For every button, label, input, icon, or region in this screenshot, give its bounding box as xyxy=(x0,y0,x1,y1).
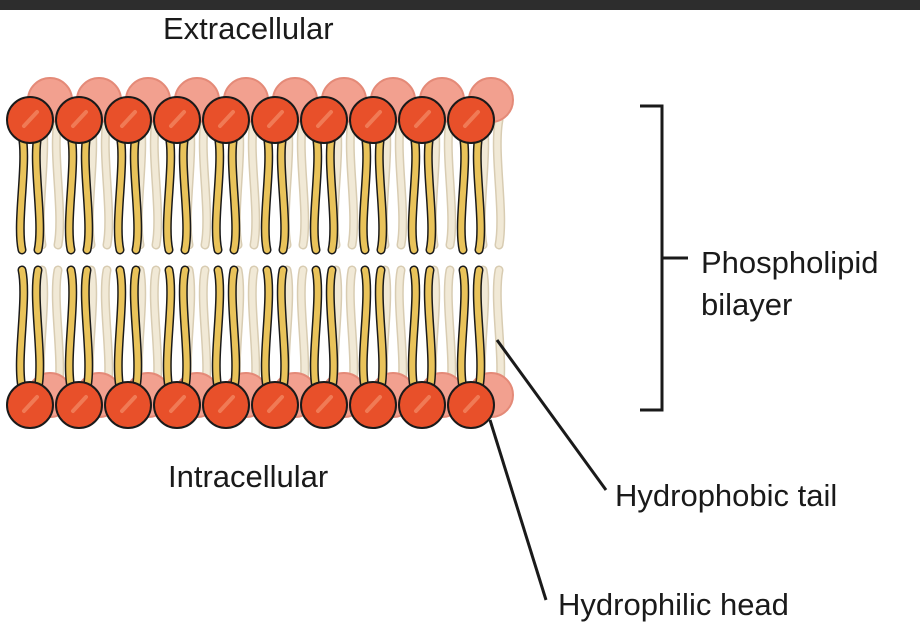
hydrophobic-tail xyxy=(180,267,190,391)
head-highlight xyxy=(316,395,333,413)
hydrophobic-tail xyxy=(229,267,239,391)
head-highlight xyxy=(169,110,186,128)
head-highlight xyxy=(169,395,186,413)
hydrophobic-tail xyxy=(33,132,43,253)
hydrophobic-tail xyxy=(311,132,321,253)
hydrophobic-tail xyxy=(82,132,92,253)
hydrophobic-tail xyxy=(213,267,223,391)
hydrophobic-tail xyxy=(131,267,141,391)
head-highlight xyxy=(316,110,333,128)
phospholipid-bilayer-label-line1: Phospholipid xyxy=(701,245,879,280)
tail-pointer-line xyxy=(495,339,608,491)
hydrophobic-tail xyxy=(409,132,419,253)
intracellular-label: Intracellular xyxy=(168,459,329,494)
head-highlight xyxy=(463,395,480,413)
hydrophilic-head-label: Hydrophilic head xyxy=(558,587,789,622)
hydrophobic-tail xyxy=(278,132,288,253)
hydrophobic-tail xyxy=(17,267,27,391)
hydrophobic-tail xyxy=(102,117,112,248)
head-highlight xyxy=(22,395,39,413)
hydrophobic-tail xyxy=(425,267,435,391)
hydrophobic-tail xyxy=(229,132,239,253)
hydrophobic-tail xyxy=(409,267,419,391)
head-highlight xyxy=(71,110,88,128)
head-highlight xyxy=(267,395,284,413)
head-highlight xyxy=(365,110,382,128)
head-highlight xyxy=(365,395,382,413)
hydrophobic-tail xyxy=(262,132,272,253)
hydrophobic-tail xyxy=(474,132,484,253)
head-highlight xyxy=(414,395,431,413)
hydrophobic-tail xyxy=(458,132,468,253)
head-highlight xyxy=(120,110,137,128)
hydrophobic-tail xyxy=(458,267,468,391)
head-highlight xyxy=(120,395,137,413)
head-pointer-line xyxy=(488,419,548,601)
hydrophobic-tail xyxy=(360,267,370,391)
hydrophobic-tail xyxy=(33,267,43,391)
hydrophobic-tail xyxy=(425,132,435,253)
phospholipid-bilayer-label-line2: bilayer xyxy=(701,287,793,322)
hydrophobic-tail xyxy=(66,267,76,391)
hydrophobic-tail xyxy=(213,132,223,253)
hydrophobic-tail xyxy=(376,267,386,391)
hydrophobic-tail xyxy=(17,132,27,253)
hydrophobic-tail xyxy=(53,117,63,248)
hydrophobic-tail xyxy=(327,267,337,391)
hydrophobic-tail xyxy=(164,267,174,391)
extracellular-label: Extracellular xyxy=(163,11,334,46)
hydrophobic-tail xyxy=(131,132,141,253)
hydrophobic-tail xyxy=(396,117,406,248)
hydrophobic-tail xyxy=(474,267,484,391)
hydrophobic-tail xyxy=(278,267,288,391)
bilayer-bracket xyxy=(640,104,688,412)
hydrophobic-tail xyxy=(347,117,357,248)
head-highlight xyxy=(463,110,480,128)
hydrophobic-tail xyxy=(262,267,272,391)
head-highlight xyxy=(71,395,88,413)
head-highlight xyxy=(218,395,235,413)
hydrophobic-tail xyxy=(327,132,337,253)
hydrophobic-tail xyxy=(311,267,321,391)
hydrophobic-tail xyxy=(164,132,174,253)
hydrophobic-tail xyxy=(115,267,125,391)
hydrophobic-tail xyxy=(249,117,259,248)
hydrophobic-tail xyxy=(494,117,504,248)
head-highlight xyxy=(218,110,235,128)
hydrophobic-tail xyxy=(376,132,386,253)
hydrophobic-tail xyxy=(445,117,455,248)
hydrophobic-tail xyxy=(200,117,210,248)
hydrophobic-tail xyxy=(151,117,161,248)
window-top-border xyxy=(0,0,920,10)
hydrophobic-tail-label: Hydrophobic tail xyxy=(615,478,838,513)
front-row-phospholipids xyxy=(6,96,495,429)
head-highlight xyxy=(267,110,284,128)
annotation-lines xyxy=(488,104,688,601)
head-highlight xyxy=(414,110,431,128)
hydrophobic-tail xyxy=(82,267,92,391)
hydrophobic-tail xyxy=(360,132,370,253)
hydrophobic-tail xyxy=(66,132,76,253)
hydrophobic-tail xyxy=(298,117,308,248)
hydrophobic-tail xyxy=(115,132,125,253)
hydrophobic-tail xyxy=(180,132,190,253)
head-highlight xyxy=(22,110,39,128)
